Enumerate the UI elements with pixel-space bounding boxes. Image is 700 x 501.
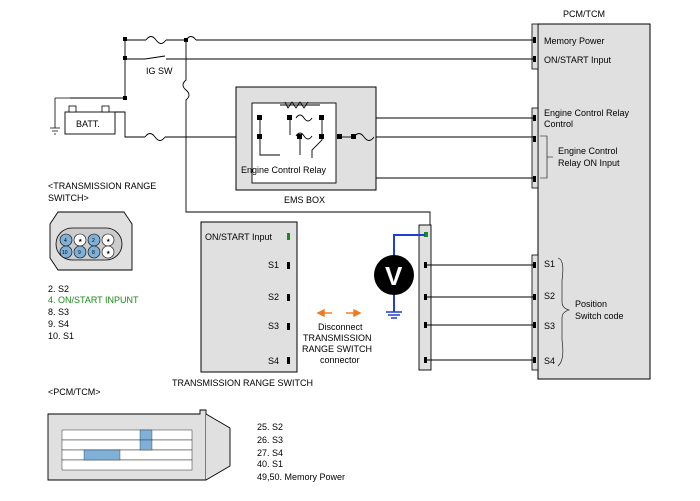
svg-text:★: ★ <box>78 238 83 244</box>
pcm-s2-label: S2 <box>544 291 555 301</box>
trs-box <box>200 221 298 373</box>
relay-label: Engine Control Relay <box>241 165 327 175</box>
pcm-legend-s2: 25. S2 <box>257 422 283 432</box>
position-label: Position <box>575 299 607 309</box>
voltmeter: V <box>374 234 425 319</box>
trs-pins <box>59 233 115 259</box>
pcm-legend-s1: 40. S1 <box>257 459 283 469</box>
disconnect-line-2: TRANSMISSION <box>303 333 372 343</box>
pcm-s4-label: S4 <box>544 356 555 366</box>
pcm-ecr-on-label-2: Relay ON Input <box>558 158 620 168</box>
battery-label: BATT. <box>76 119 100 129</box>
legend-s2: 2. S2 <box>48 284 69 294</box>
trs-connector-header-2: SWITCH> <box>48 193 89 203</box>
signal-wiring <box>427 264 533 361</box>
legend-s3: 8. S3 <box>48 307 69 317</box>
trs-s1-label: S1 <box>268 260 279 270</box>
relay-internals <box>259 101 375 158</box>
svg-text:9: 9 <box>78 250 81 256</box>
pcm-s3-label: S3 <box>544 321 555 331</box>
svg-text:★: ★ <box>106 250 111 256</box>
pcm-connector-strip <box>531 254 539 371</box>
pcm-ecr-control-label-2: Control <box>544 119 573 129</box>
svg-text:★: ★ <box>106 238 111 244</box>
trs-name-label: TRANSMISSION RANGE SWITCH <box>172 378 313 388</box>
trs-s2-label: S2 <box>268 292 279 302</box>
trs-pin-labels: 4 ★ 2 ★ 10 9 8 ★ <box>62 238 111 256</box>
pcm-legend-s4: 27. S4 <box>257 448 283 458</box>
pcm-legend-s3: 26. S3 <box>257 435 283 445</box>
pcm-s1-label: S1 <box>544 259 555 269</box>
position-bracket <box>557 257 571 367</box>
svg-text:2: 2 <box>92 238 95 244</box>
ems-box-label: EMS BOX <box>284 195 325 205</box>
legend-s1: 10. S1 <box>48 331 74 341</box>
inline-connector-pins <box>424 262 427 363</box>
pcm-legend-memory-power: 49,50. Memory Power <box>257 472 345 482</box>
trs-connector-header: <TRANSMISSION RANGE <box>48 181 156 191</box>
trs-s4-label: S4 <box>268 356 279 366</box>
pcm-connector-highlight-pins <box>83 429 153 461</box>
pcm-title: PCM/TCM <box>563 9 605 19</box>
battery-terminal <box>68 105 77 113</box>
ecr-bracket <box>540 135 553 179</box>
battery <box>64 111 116 135</box>
pcm-connector-strip <box>531 107 539 189</box>
ig-sw-label: IG SW <box>146 66 173 76</box>
pcm-connector-lock <box>205 413 231 481</box>
disconnect-arrows <box>316 308 362 318</box>
pcm-box <box>537 23 651 380</box>
pcm-connector-pin-grid <box>61 429 193 471</box>
pcm-connector-strip <box>531 23 539 70</box>
disconnect-line-3: RANGE SWITCH <box>302 344 372 354</box>
svg-text:4: 4 <box>64 238 67 244</box>
pcm-ecr-on-label: Engine Control <box>558 146 618 156</box>
pcm-memory-power-label: Memory Power <box>544 36 605 46</box>
pcm-connector-header: <PCM/TCM> <box>48 387 101 397</box>
switch-code-label: Switch code <box>575 311 624 321</box>
pcm-on-start-label: ON/START Input <box>544 55 612 65</box>
disconnect-line-4: connector <box>320 355 360 365</box>
svg-text:8: 8 <box>92 250 95 256</box>
pcm-pins <box>533 37 536 363</box>
battery-terminal <box>101 105 110 113</box>
trs-on-start-label: ON/START Input <box>205 232 273 242</box>
voltmeter-symbol: V <box>385 261 403 291</box>
relay-nodes <box>123 37 356 139</box>
svg-text:10: 10 <box>62 250 68 256</box>
legend-s4: 9. S4 <box>48 319 69 329</box>
inline-connector-on-start-pin <box>424 232 428 237</box>
trs-pins-right <box>287 233 290 364</box>
disconnect-line-1: Disconnect <box>318 322 363 332</box>
legend-on-start: 4. ON/START INPUNT <box>48 295 139 305</box>
battery-ground <box>50 97 70 135</box>
trs-s3-label: S3 <box>268 321 279 331</box>
pcm-ecr-control-label: Engine Control Relay <box>544 108 630 118</box>
